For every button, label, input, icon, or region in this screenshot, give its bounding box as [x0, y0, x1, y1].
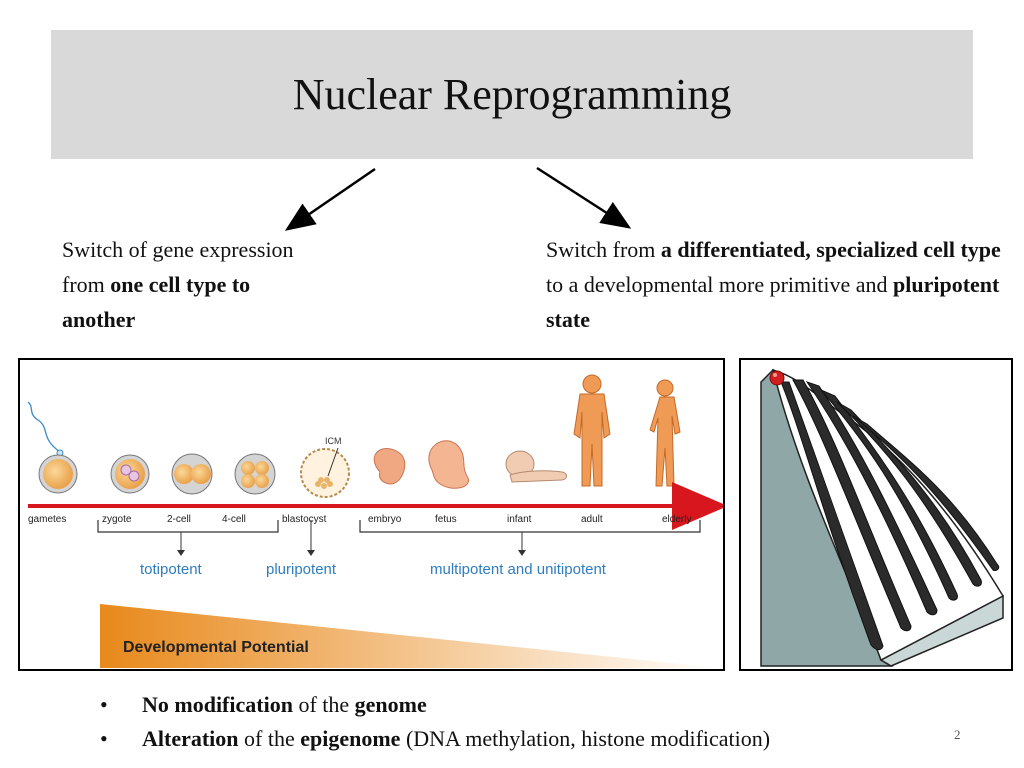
right-arrow [536, 166, 632, 229]
stage-label-elderly: elderly [662, 514, 691, 525]
totipotent-label: totipotent [140, 561, 203, 578]
multipotent-label: multipotent and unitipotent [430, 561, 607, 578]
sperm-tail-icon [27, 401, 61, 453]
title-bar: Nuclear Reprogramming [51, 30, 973, 159]
right-desc-text-2: to a developmental more primitive and [546, 272, 894, 297]
embryo-icon [373, 448, 406, 485]
stage-label-embryo: embryo [368, 514, 402, 525]
icm-label: ICM [325, 436, 342, 446]
stage-label-zygote: zygote [102, 514, 132, 525]
developmental-potential-wedge [100, 604, 720, 668]
bullet-2-text-1: of the [238, 726, 301, 751]
bullet-2-bold-1: Alteration [142, 726, 239, 751]
ball-icon [769, 370, 785, 386]
stage-label-blastocyst: blastocyst [282, 514, 327, 525]
left-arrow [284, 167, 376, 231]
blastocyst-icon [300, 448, 350, 498]
slide-title: Nuclear Reprogramming [292, 70, 732, 119]
stage-label-adult: adult [581, 514, 603, 525]
totipotent-bracket [97, 520, 279, 533]
epigenetic-landscape-panel [739, 358, 1013, 671]
right-desc-bold-1: a differentiated, specialized cell type [660, 237, 1001, 262]
right-desc-bold-2: pluripotent state [546, 272, 1000, 332]
bullet-item: No modification of the genome [100, 688, 770, 722]
bullet-1-bold-2: genome [354, 692, 427, 717]
fetus-icon [428, 440, 469, 489]
stage-label-gametes: gametes [28, 514, 66, 525]
right-description: Switch from a differentiated, specialize… [546, 232, 1016, 337]
four-cell-icon [234, 453, 276, 495]
left-description: Switch of gene expression from one cell … [62, 232, 322, 337]
bullet-1-bold-1: No modification [142, 692, 293, 717]
bullet-list: No modification of the genome Alteration… [100, 688, 770, 756]
elderly-icon [649, 379, 681, 487]
stage-label-2-cell: 2-cell [167, 514, 191, 525]
left-desc-bold: one cell type to another [62, 272, 251, 332]
development-timeline-panel: ICM gametes zygote 2-cell 4-cell blastocyst e… [18, 358, 725, 671]
page-number: 2 [954, 727, 961, 742]
stage-label-4-cell: 4-cell [222, 514, 246, 525]
bullet-2-bold-2: epigenome [300, 726, 401, 751]
right-desc-text-1: Switch from [546, 237, 661, 262]
left-desc-text: Switch of gene expression from [62, 237, 294, 297]
branch-arrows [284, 166, 632, 231]
epigenetic-landscape-illustration [760, 368, 1005, 667]
stage-label-fetus: fetus [435, 514, 457, 525]
developmental-potential-label: Developmental Potential [123, 639, 309, 656]
multipotent-bracket [359, 520, 701, 533]
stage-label-infant: infant [507, 514, 532, 525]
bullet-2-text-2: (DNA methylation, histone modification) [400, 726, 771, 751]
bullet-item: Alteration of the epigenome (DNA methyla… [100, 722, 770, 756]
adult-icon [573, 374, 611, 487]
pluripotent-label: pluripotent [266, 561, 337, 578]
bullet-1-text-1: of the [292, 692, 355, 717]
development-timeline: ICM gametes zygote 2-cell 4-cell blastocyst e… [27, 374, 723, 668]
